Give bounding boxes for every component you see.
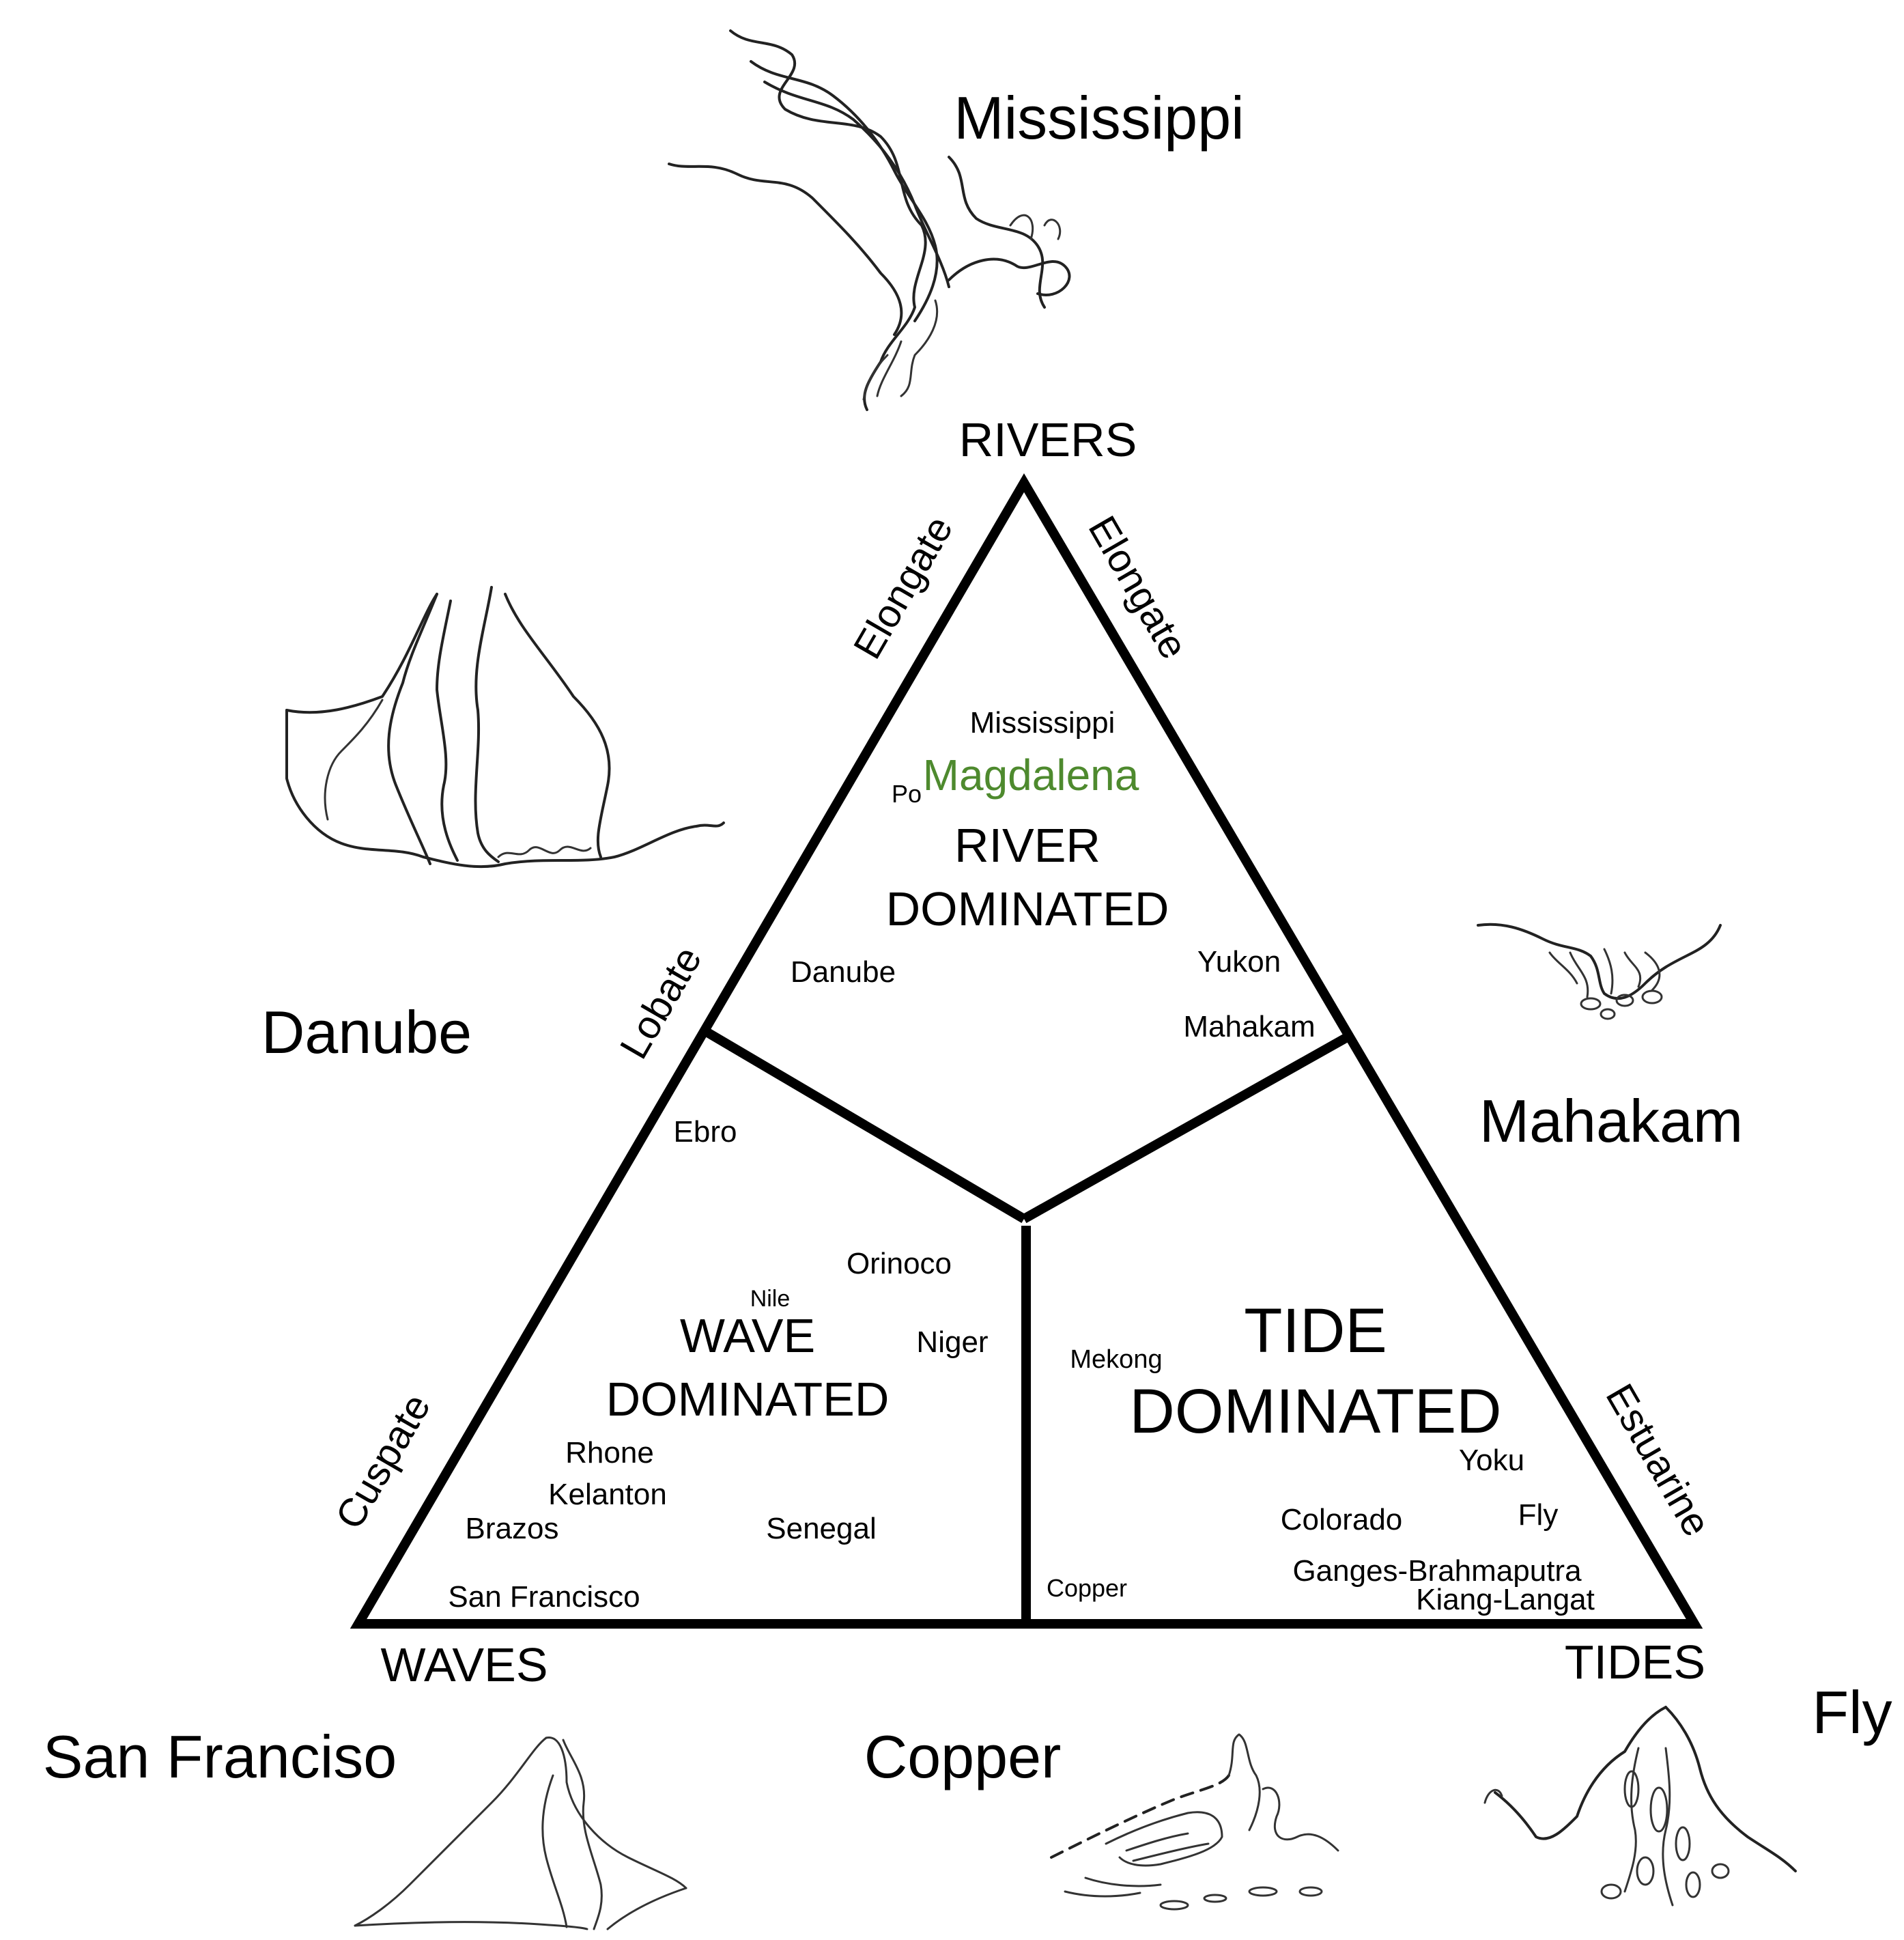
sketch-caption-danube: Danube — [261, 998, 472, 1066]
delta-kiang-langat: Kiang-Langat — [1416, 1583, 1595, 1616]
delta-senegal: Senegal — [766, 1512, 876, 1545]
sketch-caption-mississippi: Mississippi — [954, 84, 1244, 152]
delta-danube: Danube — [791, 955, 896, 989]
vertex-label-rivers: RIVERS — [959, 413, 1137, 466]
delta-po: Po — [892, 780, 922, 808]
edge-label-estuarine: Estuarine — [1597, 1377, 1719, 1544]
edge-label-elongate-right: Elongate — [1079, 509, 1196, 666]
delta-kelanton: Kelanton — [548, 1478, 667, 1511]
delta-colorado: Colorado — [1281, 1503, 1403, 1536]
danube-delta-sketch — [285, 586, 725, 869]
delta-mississippi: Mississippi — [970, 706, 1116, 740]
delta-ganges-brahmaputra: Ganges-Brahmaputra — [1292, 1554, 1582, 1588]
fly-delta-sketch — [1483, 1706, 1797, 1907]
edge-label-elongate-left: Elongate — [845, 509, 962, 666]
divider-tide-river — [1021, 1032, 1351, 1224]
mahakam-delta-sketch — [1477, 923, 1722, 1020]
delta-nile: Nile — [750, 1286, 791, 1312]
region-title-tide-line2: DOMINATED — [1129, 1377, 1501, 1446]
region-title-wave-line2: DOMINATED — [606, 1373, 890, 1426]
sketch-caption-san-franciso: San Franciso — [43, 1723, 397, 1790]
vertex-label-waves: WAVES — [380, 1638, 548, 1691]
delta-san-francisco: San Francisco — [448, 1580, 640, 1614]
region-title-river-line1: RIVER — [954, 819, 1100, 872]
delta-mekong: Mekong — [1070, 1345, 1162, 1374]
delta-rhone: Rhone — [565, 1436, 654, 1470]
delta-mahakam: Mahakam — [1183, 1010, 1315, 1043]
copper-delta-sketch — [1050, 1733, 1339, 1911]
san-franciso-delta-sketch — [354, 1737, 687, 1930]
delta-yukon: Yukon — [1197, 945, 1281, 979]
region-title-wave-line1: WAVE — [680, 1309, 815, 1362]
sketch-caption-mahakam: Mahakam — [1479, 1087, 1743, 1155]
sketch-caption-copper: Copper — [864, 1723, 1062, 1790]
delta-niger: Niger — [916, 1325, 988, 1359]
delta-orinoco: Orinoco — [847, 1247, 952, 1280]
region-title-tide-line1: TIDE — [1244, 1296, 1387, 1366]
delta-brazos: Brazos — [466, 1512, 559, 1545]
delta-copper: Copper — [1047, 1574, 1127, 1602]
sketch-caption-fly: Fly — [1812, 1678, 1892, 1746]
delta-magdalena: Magdalena — [923, 750, 1139, 800]
region-title-river-line2: DOMINATED — [886, 882, 1169, 936]
delta-ebro: Ebro — [674, 1115, 737, 1149]
delta-fly: Fly — [1518, 1498, 1559, 1532]
divider-wave-river — [702, 1026, 1027, 1224]
vertex-label-tides: TIDES — [1565, 1635, 1705, 1689]
mississippi-delta-sketch — [668, 29, 1071, 411]
delta-yoku: Yoku — [1459, 1444, 1524, 1477]
